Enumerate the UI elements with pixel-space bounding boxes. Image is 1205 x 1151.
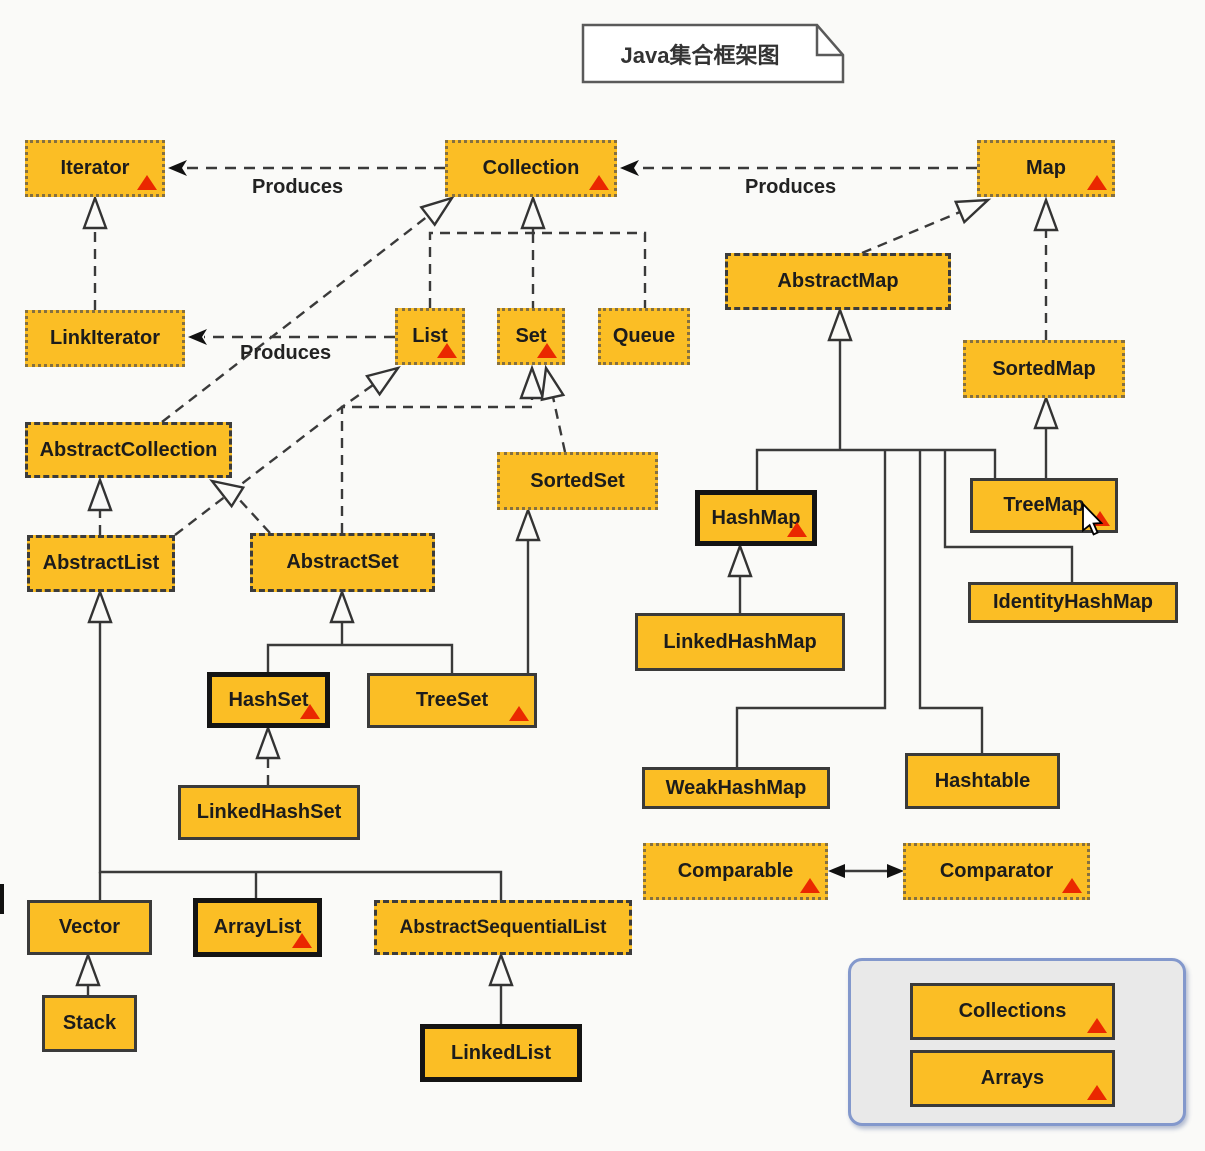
node-label: TreeMap bbox=[1003, 494, 1085, 516]
node-comparable: Comparable bbox=[643, 843, 828, 900]
node-label: Collection bbox=[482, 157, 580, 179]
produces-label-list-linkiterator: Produces bbox=[240, 342, 332, 364]
node-label: Map bbox=[1026, 157, 1066, 179]
node-abstractmap: AbstractMap bbox=[725, 253, 951, 310]
node-treeset: TreeSet bbox=[367, 673, 537, 728]
node-label: Comparator bbox=[939, 860, 1054, 882]
node-identityhashmap: IdentityHashMap bbox=[968, 582, 1178, 623]
produces-label-map-collection: Produces bbox=[745, 176, 837, 198]
node-label: LinkIterator bbox=[49, 327, 161, 349]
node-hashset: HashSet bbox=[207, 672, 330, 728]
node-iterator: Iterator bbox=[25, 140, 165, 197]
red-triangle-icon bbox=[292, 933, 312, 948]
node-collection: Collection bbox=[445, 140, 617, 197]
node-label: SortedSet bbox=[530, 469, 625, 492]
red-triangle-icon bbox=[1087, 1085, 1107, 1100]
red-triangle-icon bbox=[300, 704, 320, 719]
node-label: HashMap bbox=[711, 506, 801, 529]
node-label: Collections bbox=[958, 1000, 1067, 1022]
red-triangle-icon bbox=[1062, 878, 1082, 893]
node-label: Set bbox=[515, 325, 547, 347]
node-arraylist: ArrayList bbox=[193, 898, 322, 957]
node-label: AbstractSequentialList bbox=[399, 916, 607, 938]
node-label: List bbox=[412, 325, 448, 347]
node-weakhashmap: WeakHashMap bbox=[642, 767, 830, 809]
node-stack: Stack bbox=[42, 995, 137, 1052]
node-queue: Queue bbox=[598, 308, 690, 365]
node-hashmap: HashMap bbox=[695, 490, 817, 546]
node-label: AbstractList bbox=[42, 552, 160, 574]
node-abstractcollection: AbstractCollection bbox=[25, 422, 232, 478]
node-linkedhashmap: LinkedHashMap bbox=[635, 613, 845, 671]
node-label: AbstractSet bbox=[286, 551, 399, 573]
node-vector: Vector bbox=[27, 900, 152, 955]
node-abstractset: AbstractSet bbox=[250, 533, 435, 592]
node-list: List bbox=[395, 308, 465, 365]
node-label: LinkedHashSet bbox=[196, 801, 342, 823]
node-linkiterator: LinkIterator bbox=[25, 310, 185, 367]
node-abstractlist: AbstractList bbox=[27, 535, 175, 592]
red-triangle-icon bbox=[1087, 175, 1107, 190]
node-label: ArrayList bbox=[213, 916, 302, 938]
title-note-shape bbox=[581, 23, 845, 84]
node-label: Arrays bbox=[980, 1067, 1045, 1089]
frame-artifact bbox=[0, 884, 4, 914]
red-triangle-icon bbox=[437, 343, 457, 358]
node-label: Comparable bbox=[677, 860, 794, 882]
node-sortedmap: SortedMap bbox=[963, 340, 1125, 398]
node-label: AbstractMap bbox=[777, 270, 899, 292]
node-label: Vector bbox=[58, 916, 121, 938]
node-label: Queue bbox=[612, 325, 676, 347]
node-label: Hashtable bbox=[934, 769, 1031, 792]
red-triangle-icon bbox=[537, 343, 557, 358]
diagram-title: Java集合框架图 bbox=[620, 42, 780, 68]
node-set: Set bbox=[497, 308, 565, 365]
node-label: TreeSet bbox=[415, 689, 489, 711]
red-triangle-icon bbox=[589, 175, 609, 190]
red-triangle-icon bbox=[787, 522, 807, 537]
node-label: Stack bbox=[62, 1012, 117, 1034]
node-label: IdentityHashMap bbox=[992, 591, 1154, 613]
red-triangle-icon bbox=[1087, 1018, 1107, 1033]
node-label: SortedMap bbox=[992, 357, 1096, 380]
node-linkedhashset: LinkedHashSet bbox=[178, 785, 360, 840]
node-hashtable: Hashtable bbox=[905, 753, 1060, 809]
node-label: Iterator bbox=[60, 157, 130, 179]
red-triangle-icon bbox=[137, 175, 157, 190]
node-comparator: Comparator bbox=[903, 843, 1090, 900]
node-label: LinkedList bbox=[450, 1041, 551, 1064]
node-map: Map bbox=[977, 140, 1115, 197]
red-triangle-icon bbox=[509, 706, 529, 721]
red-triangle-icon bbox=[800, 878, 820, 893]
produces-label-collection-iterator: Produces bbox=[252, 176, 344, 198]
node-label: LinkedHashMap bbox=[663, 630, 817, 653]
node-arrays: Arrays bbox=[910, 1050, 1115, 1107]
node-sortedset: SortedSet bbox=[497, 452, 658, 510]
node-linkedlist: LinkedList bbox=[420, 1024, 582, 1082]
node-abstractsequentiallist: AbstractSequentialList bbox=[374, 900, 632, 955]
node-label: HashSet bbox=[228, 688, 309, 711]
node-label: WeakHashMap bbox=[665, 776, 807, 799]
node-label: AbstractCollection bbox=[39, 438, 218, 461]
node-collections: Collections bbox=[910, 983, 1115, 1040]
